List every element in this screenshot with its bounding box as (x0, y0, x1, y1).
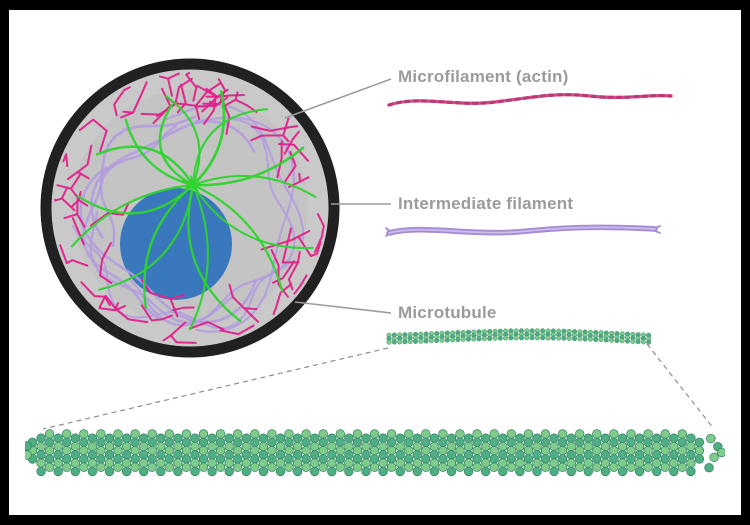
frame-left (0, 0, 9, 525)
nucleus (120, 188, 232, 300)
intermediate-filament-label: Intermediate filament (398, 194, 574, 213)
microtubule-zoomed-illustration (25, 429, 725, 477)
frame-bottom (0, 515, 750, 525)
actin-twist-shading (387, 93, 673, 107)
frame-right (741, 0, 750, 525)
intermediate-highlight (388, 226, 656, 234)
frame-top (0, 0, 750, 10)
microfilament-label: Microfilament (actin) (398, 67, 569, 86)
microfilament-network (54, 72, 325, 344)
microfilament-illustration (387, 93, 673, 107)
intermediate-filament-illustration (385, 224, 661, 237)
microtubule-illustration (386, 328, 652, 345)
cell-diagram (40, 58, 340, 358)
microtubule-label: Microtubule (398, 303, 497, 322)
microtubule-network (70, 90, 317, 331)
